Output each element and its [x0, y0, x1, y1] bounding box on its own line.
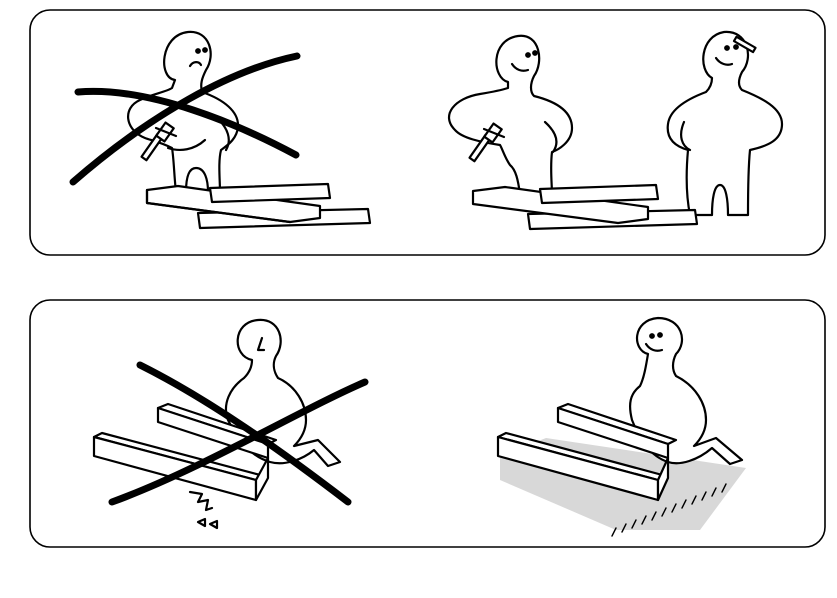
pencil-icon [732, 35, 757, 54]
happy-person-right [666, 30, 784, 217]
assembling-on-rug-scene [496, 316, 746, 537]
smile-mouth [510, 62, 530, 72]
box-frame [496, 402, 678, 502]
planks [145, 182, 372, 230]
cross-mark-icon [108, 361, 369, 506]
crack-debris [196, 517, 219, 530]
assembling-alone-scene [69, 30, 372, 230]
assembling-with-helper-scene [448, 30, 784, 231]
crack-icon [188, 490, 214, 512]
rug-fringe [611, 483, 727, 537]
happy-person-left [448, 34, 574, 196]
assembling-on-hard-floor-scene [92, 318, 369, 530]
sad-mouth [188, 61, 203, 68]
kneeling-person [224, 318, 342, 468]
eye [195, 48, 201, 54]
hammer-icon [468, 122, 506, 163]
happy-kneeling-person [629, 316, 744, 466]
planks [471, 183, 699, 231]
hammer-icon [140, 121, 178, 162]
cross-mark-icon [69, 52, 301, 186]
